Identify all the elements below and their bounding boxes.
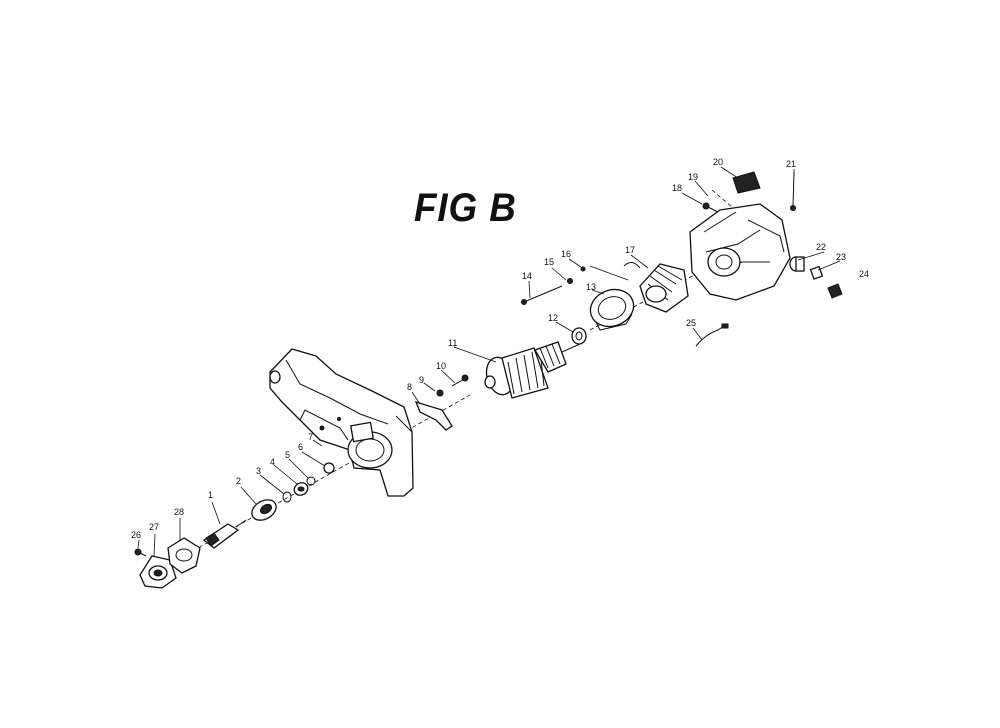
part-label: 11 — [448, 338, 457, 348]
part-label: 5 — [285, 450, 290, 460]
part-26-screw — [134, 548, 147, 557]
part-label: 9 — [419, 375, 424, 385]
part-13-baffle — [589, 288, 635, 331]
part-label: 22 — [816, 242, 826, 252]
part-4-gear — [293, 482, 309, 496]
part-14-screw — [521, 285, 563, 305]
part-label: 21 — [786, 159, 796, 169]
figure-title: FIG B — [414, 186, 517, 230]
part-23-brush — [809, 265, 824, 280]
part-label: 7 — [308, 432, 313, 442]
part-label: 25 — [686, 318, 696, 328]
part-label: 1 — [208, 490, 213, 500]
part-motor-housing — [689, 203, 791, 301]
part-2-bearing — [251, 499, 277, 521]
part-25-wire — [695, 323, 729, 347]
part-20-label-plate — [732, 171, 761, 194]
part-label: 16 — [561, 249, 571, 259]
part-15-washer — [567, 278, 573, 284]
part-label: 28 — [174, 507, 184, 517]
leader-lines — [137, 166, 841, 557]
part-12-bearing — [571, 327, 587, 345]
part-label: 3 — [256, 466, 261, 476]
part-18-screw — [702, 202, 719, 213]
part-28-gasket — [167, 537, 201, 574]
part-label: 12 — [548, 313, 558, 323]
part-27-bearing-plate — [139, 555, 177, 589]
part-7-gear-housing — [269, 348, 414, 497]
part-label: 14 — [522, 271, 532, 281]
part-24-brush-cap — [827, 283, 843, 299]
part-label: 24 — [859, 269, 869, 279]
part-label: 27 — [149, 522, 159, 532]
part-5-washer — [306, 476, 316, 486]
part-label: 18 — [672, 183, 682, 193]
part-label: 4 — [270, 457, 275, 467]
part-label: 17 — [625, 245, 635, 255]
part-10-screw — [451, 374, 469, 387]
part-label: 23 — [836, 252, 846, 262]
part-label: 26 — [131, 530, 141, 540]
part-label: 15 — [544, 257, 554, 267]
part-8-brush-bracket — [414, 400, 453, 431]
part-label: 19 — [688, 172, 698, 182]
part-label: 8 — [407, 382, 412, 392]
part-label: 10 — [436, 361, 446, 371]
part-16-screw — [580, 265, 629, 281]
part-label: 2 — [236, 476, 241, 486]
part-3-ring — [282, 491, 292, 503]
part-11-armature — [484, 341, 581, 399]
part-6-bushing — [323, 462, 335, 474]
part-label: 20 — [713, 157, 723, 167]
part-1-spindle — [202, 519, 247, 549]
part-label: 6 — [298, 442, 303, 452]
part-label: 13 — [586, 282, 596, 292]
part-21-screw — [790, 171, 796, 211]
part-9-screw — [436, 389, 444, 397]
part-22-brush-holder — [789, 256, 805, 272]
part-17-field — [623, 262, 689, 313]
